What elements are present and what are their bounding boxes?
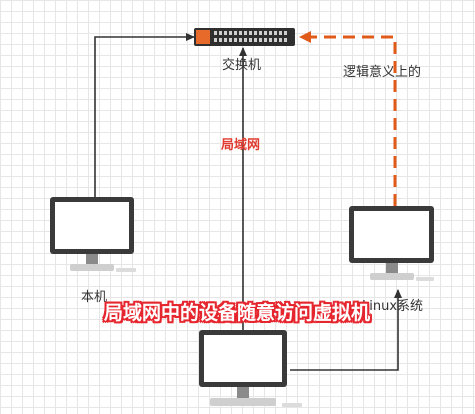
caption-overlay: 局域网中的设备随意访问虚拟机 bbox=[104, 302, 371, 324]
switch-label: 交换机 bbox=[222, 58, 262, 73]
host-to-switch-line bbox=[94, 33, 195, 197]
switch-icon bbox=[194, 28, 295, 46]
linux-monitor-icon bbox=[349, 206, 434, 281]
logical-link-dashed bbox=[299, 31, 397, 206]
lan-label: 局域网 bbox=[221, 138, 261, 153]
lan-to-linux-line bbox=[290, 289, 402, 371]
host-monitor-icon bbox=[50, 197, 136, 272]
logical-meaning-label: 逻辑意义上的 bbox=[343, 65, 422, 80]
host-label: 本机 bbox=[81, 290, 108, 305]
linux-label: Linux系统 bbox=[362, 299, 424, 314]
lan-device-monitor-icon bbox=[199, 330, 302, 407]
